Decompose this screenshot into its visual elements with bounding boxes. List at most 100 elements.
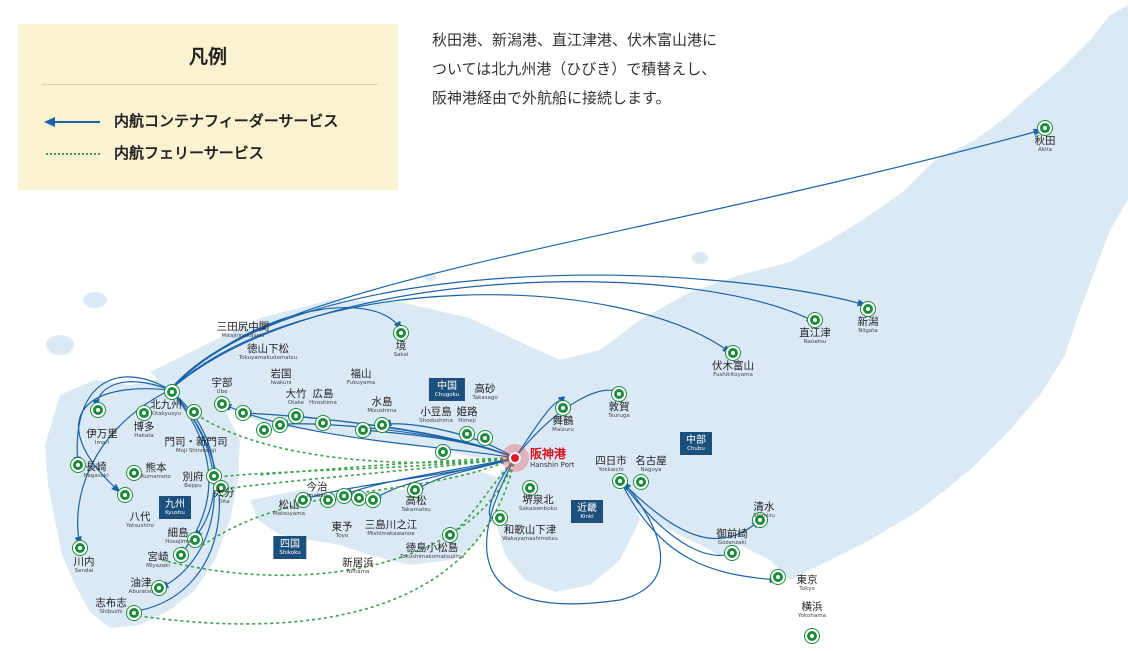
- legend-container-row: 内航コンテナフィーダーサービス: [44, 110, 339, 131]
- port-name-en: Imabari: [306, 493, 328, 499]
- port-marker-fushikitoyama[interactable]: [726, 346, 740, 360]
- port-name-ja: 御前崎: [716, 528, 748, 540]
- hanshin-port-hub-marker[interactable]: [501, 444, 529, 472]
- port-marker-iwakuni[interactable]: [273, 418, 287, 432]
- port-name-ja: 清水: [753, 501, 775, 513]
- port-name-ja: 別府: [182, 471, 204, 483]
- port-name-en: Niihama: [346, 569, 370, 575]
- port-marker-sakai[interactable]: [394, 326, 408, 340]
- port-marker-shibushi[interactable]: [127, 606, 141, 620]
- port-marker-tokyo[interactable]: [771, 570, 785, 584]
- port-name-ja: 伏木富山: [712, 360, 754, 372]
- port-marker-niigata[interactable]: [861, 302, 875, 316]
- port-name-ja: 四日市: [595, 455, 627, 467]
- port-marker-kumamoto[interactable]: [127, 466, 141, 480]
- port-marker-nagoya[interactable]: [634, 475, 648, 489]
- port-marker-oita[interactable]: [214, 481, 228, 495]
- port-name-en: Matsuyama: [273, 511, 305, 517]
- port-name-en: Toyo: [335, 533, 349, 539]
- legend-ferry-row: 内航フェリーサービス: [46, 142, 264, 163]
- port-marker-takamatsu[interactable]: [408, 483, 422, 497]
- port-marker-hosojima[interactable]: [188, 533, 202, 547]
- note-line-3: 阪神港経由で外航船に接続します。: [432, 89, 671, 107]
- port-name-ja: 岩国: [270, 368, 292, 380]
- port-name-ja: 境: [395, 340, 407, 352]
- port-name-ja: 広島: [312, 388, 334, 400]
- legend-container-label: 内航コンテナフィーダーサービス: [114, 112, 339, 130]
- port-marker-yatsushiro[interactable]: [118, 488, 132, 502]
- port-marker-shodoshima[interactable]: [436, 445, 450, 459]
- port-marker-kitakyushu[interactable]: [165, 385, 179, 399]
- port-name-en: Kitakyusyu: [151, 411, 181, 417]
- port-marker-moji[interactable]: [187, 405, 201, 419]
- port-marker-tokuyama[interactable]: [257, 423, 271, 437]
- port-marker-imabari[interactable]: [321, 493, 335, 507]
- port-marker-sakaisenboku[interactable]: [523, 481, 537, 495]
- port-marker-niihama[interactable]: [352, 491, 366, 505]
- port-marker-yokohama[interactable]: [805, 629, 819, 643]
- port-marker-toyo[interactable]: [337, 489, 351, 503]
- port-name-en: Hiroshima: [309, 400, 337, 406]
- port-marker-mitajiri[interactable]: [236, 406, 250, 420]
- port-marker-shimizu[interactable]: [753, 513, 767, 527]
- port-marker-naoetsu[interactable]: [808, 313, 822, 327]
- port-marker-aburatsu[interactable]: [152, 581, 166, 595]
- port-name-en: Tsuruga: [608, 413, 630, 419]
- port-marker-beppu[interactable]: [207, 469, 221, 483]
- port-name-ja: 八代: [129, 511, 151, 523]
- port-marker-fukuyama[interactable]: [356, 423, 370, 437]
- port-marker-imari[interactable]: [91, 403, 105, 417]
- port-marker-sendai[interactable]: [73, 541, 87, 555]
- port-marker-nagasaki[interactable]: [71, 458, 85, 472]
- port-marker-maizuru[interactable]: [556, 401, 570, 415]
- port-marker-tsuruga[interactable]: [612, 387, 626, 401]
- region-chugoku-ja: 中国: [436, 381, 457, 392]
- legend-divider: [42, 84, 378, 85]
- port-name-en: Ube: [216, 389, 228, 395]
- region-kyushu-en: Kyushu: [165, 510, 185, 516]
- port-marker-himeji[interactable]: [460, 427, 474, 441]
- port-name-ja: 志布志: [95, 597, 127, 609]
- port-name-ja: 名古屋: [635, 455, 667, 467]
- port-name-en: Hosojima: [165, 539, 191, 545]
- port-marker-takasago[interactable]: [478, 431, 492, 445]
- port-marker-yokkaichi[interactable]: [613, 474, 627, 488]
- port-marker-miyazaki[interactable]: [174, 548, 188, 562]
- port-marker-tokushima[interactable]: [443, 528, 457, 542]
- region-kinki-ja: 近畿: [577, 503, 597, 514]
- port-marker-hakata[interactable]: [137, 406, 151, 420]
- port-marker-otake[interactable]: [289, 409, 303, 423]
- dotted-line-icon: [46, 152, 100, 155]
- port-name-en: Takamatsu: [401, 507, 431, 513]
- port-marker-hiroshima[interactable]: [316, 416, 330, 430]
- port-name-en: Wakayamashimotsu: [502, 536, 558, 542]
- port-name-ja: 小豆島: [420, 406, 452, 418]
- port-name-en: Nagasaki: [83, 473, 109, 479]
- port-marker-matsuyama[interactable]: [296, 493, 310, 507]
- port-marker-akita[interactable]: [1038, 121, 1052, 135]
- port-marker-mishima[interactable]: [366, 493, 380, 507]
- port-name-ja: 三田尻中関: [216, 321, 270, 333]
- port-marker-ube[interactable]: [215, 397, 229, 411]
- port-marker-gozenzaki[interactable]: [725, 546, 739, 560]
- port-name-en: Takasago: [472, 395, 498, 401]
- port-marker-mizushima[interactable]: [375, 418, 389, 432]
- region-shikoku-en: Shikoku: [279, 550, 301, 556]
- note-line-2: ついては北九州港（ひびき）で積替えし、: [432, 60, 717, 78]
- arrow-line-icon: [44, 116, 100, 127]
- port-name-en: Shodoshima: [419, 418, 453, 424]
- port-marker-wakayama[interactable]: [493, 511, 507, 525]
